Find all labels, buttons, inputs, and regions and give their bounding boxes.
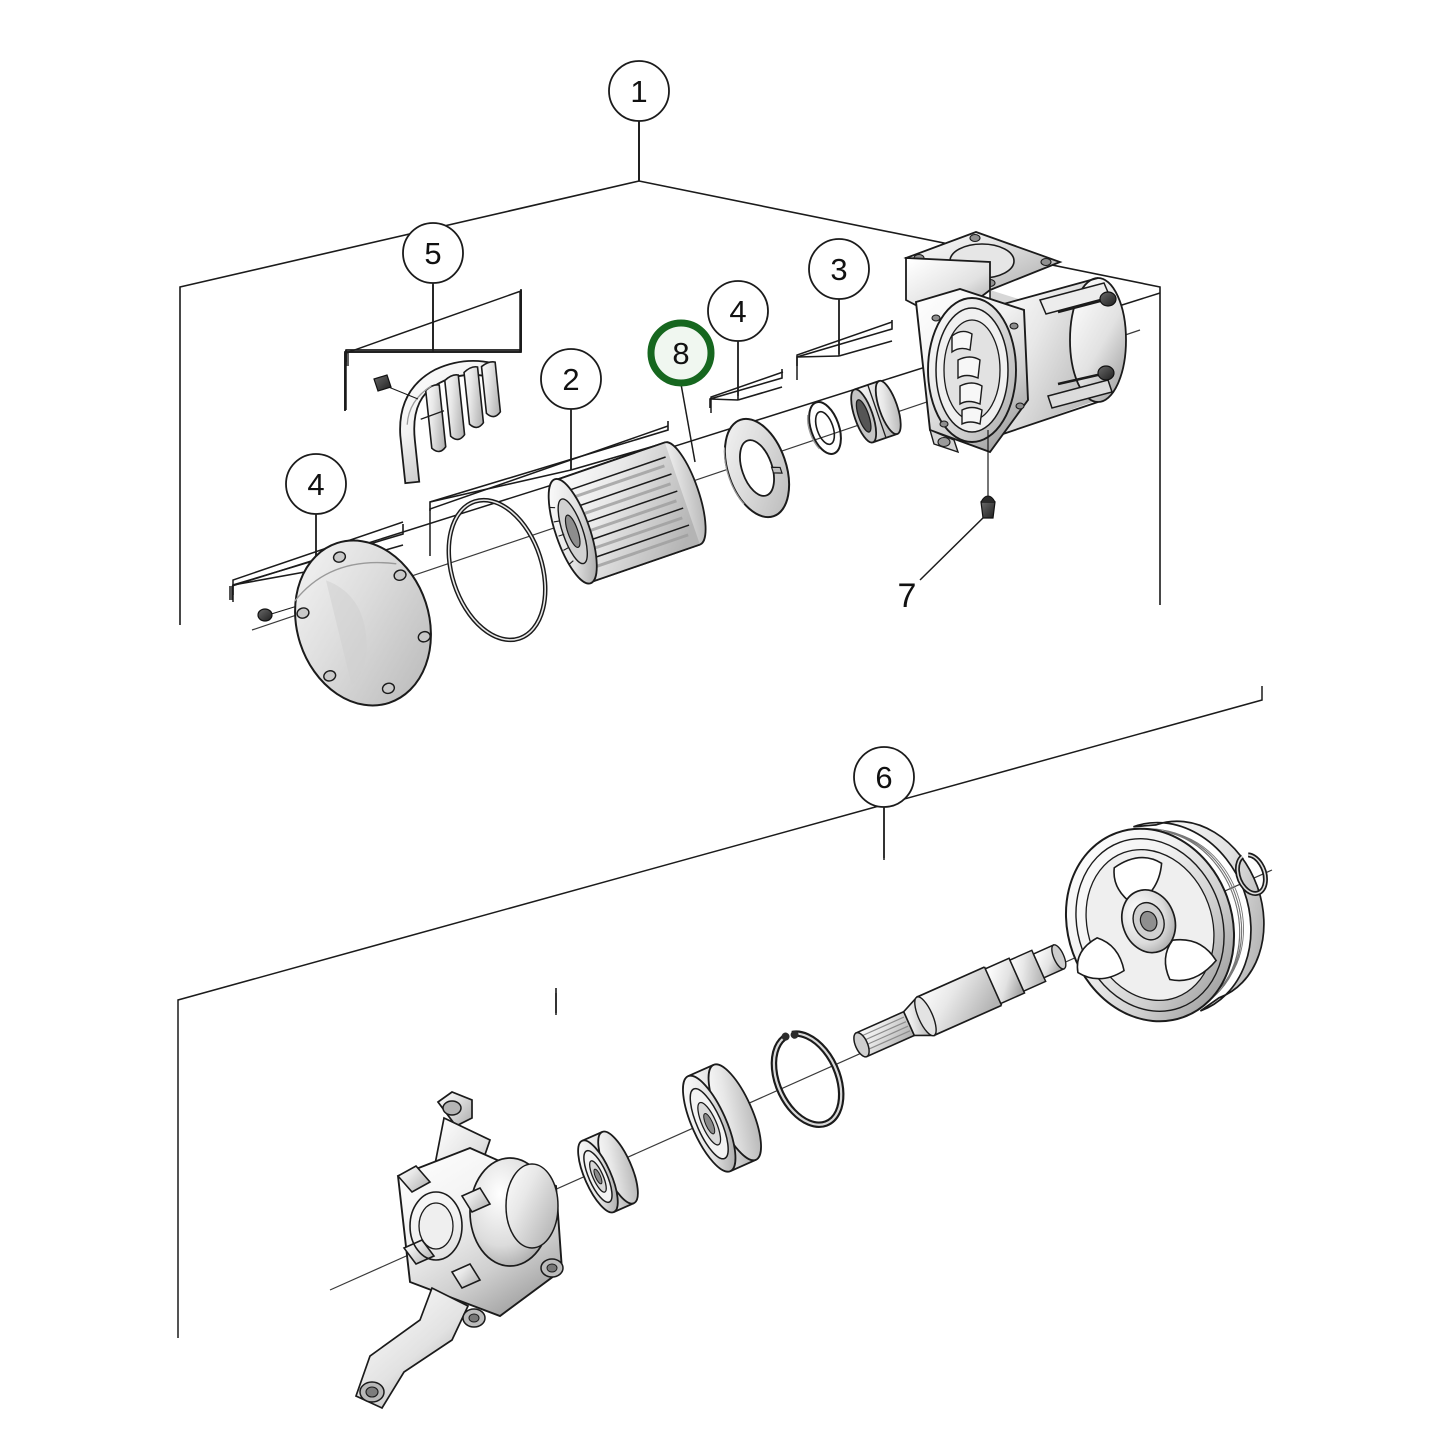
callout-label: 5 [424,236,441,271]
flexible-impeller [547,441,707,585]
mounting-stud [980,430,996,519]
callout-label: 1 [630,74,647,109]
snap-ring-circlip [770,1030,845,1128]
callout-ring [707,280,769,342]
callout-5[interactable]: 5 [402,222,464,284]
callout-2[interactable]: 2 [540,348,602,410]
callout-8-highlighted[interactable]: 8 [647,319,715,387]
callout-label: 6 [875,760,892,795]
callout-7[interactable]: 7 [898,577,917,615]
callout-label: 2 [562,362,579,397]
callout-ring [808,238,870,300]
callout-ring [540,348,602,410]
callout-3[interactable]: 3 [808,238,870,300]
housing-rear-studs [1057,291,1117,386]
callout-1[interactable]: 1 [608,60,670,122]
assembly-envelopes [178,283,1262,1338]
callout-ring [608,60,670,122]
wear-plate [723,417,791,519]
callout-ring [853,746,915,808]
splined-drive-shaft [853,944,1067,1058]
callout-4[interactable]: 4 [707,280,769,342]
callout-ring [402,222,464,284]
cover-plate [294,539,432,707]
lip-seal [850,379,902,444]
ball-bearing-small [577,1130,639,1214]
callout-label: 4 [307,467,324,502]
isometric-leader-rails [347,352,349,366]
callout-label: 4 [729,294,746,329]
callout-label: 3 [830,252,847,287]
mounting-bracket [354,1091,564,1410]
item6-envelope [177,686,1263,1338]
retaining-clip [1234,852,1268,896]
shim-washer [806,401,842,455]
callout-4[interactable]: 4 [285,453,347,515]
callout-group: 1 5 3 4 8 2 4 7 6 [285,60,917,808]
item6-bracket [555,993,557,1015]
callout-label: 7 [898,577,917,615]
callout-6[interactable]: 6 [853,746,915,808]
housing-front-flange [914,288,1029,454]
cam-insert [373,359,502,485]
callout-label: 8 [672,336,689,371]
serpentine-pulley [1064,820,1265,1023]
callout-ring [285,453,347,515]
pump-housing [903,231,1127,454]
o-ring [446,497,548,643]
cam-screw [373,374,419,400]
ball-bearing-large [682,1063,762,1173]
callout-ring [647,319,715,387]
